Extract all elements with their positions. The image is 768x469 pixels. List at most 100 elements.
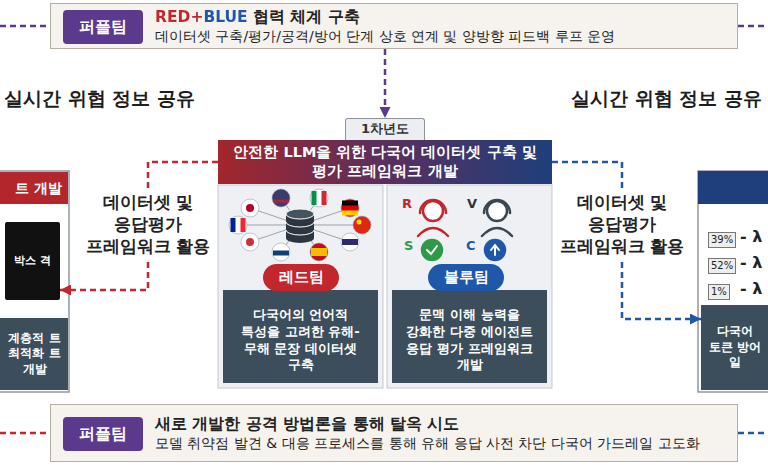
flag-icon — [273, 200, 289, 203]
node-text: RED+BLUE 협력 체계 구축 — [155, 7, 360, 27]
dashed-connector — [60, 162, 218, 290]
database-icon — [286, 209, 314, 219]
flag-icon — [272, 189, 290, 207]
node-text: 퍼플팀 — [79, 17, 127, 37]
agent-letter: S — [404, 238, 413, 253]
side-panel — [0, 171, 69, 392]
side-panel — [698, 171, 768, 204]
database-icon — [286, 222, 314, 235]
agent-icon — [491, 245, 499, 255]
node-text: 다국어의 언어적 특성을 고려한 유해-무해 문장 데이터셋 구축 — [231, 307, 370, 375]
side-panel — [0, 171, 768, 392]
node-text: 데이터셋 구축/평가/공격/방어 단계 상호 연계 및 양방향 피드백 루프 운… — [155, 27, 615, 45]
flag-icon — [312, 191, 317, 205]
node-text: 퍼플팀 — [79, 424, 127, 444]
task-box: 다국어의 언어적 특성을 고려한 유해-무해 문장 데이터셋 구축 — [223, 290, 378, 383]
team-badge: 레드팀 — [263, 264, 339, 291]
title-banner: 안전한 LLM을 위한 다국어 데이터셋 구축 및 평가 프레임워크 개발 — [218, 140, 552, 184]
flag-icon — [357, 220, 362, 225]
panel-header: 트 개발 — [0, 172, 68, 204]
flag-icon — [229, 216, 247, 234]
connector-label: 데이터셋 및 응답평가 프레임워크 활용 — [80, 190, 216, 261]
node-text: 문맥 이해 능력을 강화한 다중 에이전트 응답 평가 프레임워크 개발 — [400, 307, 539, 375]
flag-icon — [311, 248, 327, 256]
flag-icon — [342, 239, 358, 245]
flag-icon — [341, 233, 359, 251]
threat-sharing-label: 실시간 위협 정보 공유 — [4, 86, 195, 112]
dashed-rail — [738, 25, 768, 28]
dashed-rail — [738, 432, 768, 435]
dashed-rail — [0, 25, 50, 28]
text-run: 협력 체계 구축 — [248, 8, 360, 26]
node-text: 박스 격 — [14, 254, 51, 268]
agent-icon — [487, 201, 507, 221]
dashed-rail — [0, 432, 50, 435]
task-box: 다국어 토큰 방어 일 — [701, 305, 768, 390]
agent-icon — [418, 228, 448, 236]
flag-icon — [342, 211, 358, 216]
flag-icon — [231, 218, 236, 232]
dashed-connector — [552, 162, 701, 319]
agent-icon — [420, 200, 446, 213]
agent-icon — [485, 240, 505, 260]
node-text: 블루팀 — [444, 268, 489, 288]
flag-icon — [341, 199, 359, 217]
percent-cell: 39% — [708, 232, 736, 248]
lambda-cell: - λ — [740, 253, 762, 272]
goal-band: RED+BLUE 협력 체계 구축데이터셋 구축/평가/공격/방어 단계 상호 … — [50, 3, 738, 49]
task-box: 문맥 이해 능력을 강화한 다중 에이전트 응답 평가 프레임워크 개발 — [392, 290, 547, 383]
flag-icon — [322, 191, 327, 205]
agent-icon — [427, 246, 437, 254]
flag-icon — [272, 243, 290, 261]
agent-icon — [423, 201, 443, 221]
node-text: 다국어 토큰 방어 일 — [707, 324, 763, 371]
flag-icon — [241, 218, 246, 232]
task-box: 계층적 트 최적화 트 개발 — [0, 318, 68, 390]
dashed-connector — [384, 49, 387, 118]
flag-icon — [246, 238, 254, 246]
flag-icon — [353, 216, 371, 234]
lambda-cell: - λ — [740, 279, 762, 298]
flag-icon — [342, 201, 358, 206]
team-badge: 퍼플팀 — [63, 417, 143, 451]
percent-cell: 52% — [708, 258, 736, 274]
agent-letter: V — [467, 196, 477, 211]
flag-icon — [229, 189, 371, 261]
agent-icon — [418, 200, 512, 260]
node-text: 새로 개발한 공격 방법론을 통해 탈옥 시도 — [155, 414, 459, 434]
flag-icon — [241, 233, 259, 251]
team-panel — [218, 185, 552, 388]
flag-icon — [310, 189, 328, 207]
threat-sharing-label: 실시간 위협 정보 공유 — [571, 86, 762, 112]
team-badge: 퍼플팀 — [63, 10, 143, 44]
blackbox-icon: 박스 격 — [5, 222, 60, 300]
node-text: 안전한 LLM을 위한 다국어 데이터셋 구축 및 평가 프레임워크 개발 — [228, 143, 542, 181]
agent-letter: C — [466, 238, 476, 253]
flag-links — [238, 198, 362, 252]
flag-icon — [273, 251, 289, 256]
percent-cell: 1% — [708, 284, 730, 300]
flag-icon — [241, 199, 259, 217]
agent-icon — [484, 200, 510, 213]
agent-letter: R — [402, 196, 412, 211]
node-text: 모델 취약점 발견 & 대응 프로세스를 통해 유해 응답 사전 차단 다국어 … — [155, 434, 700, 452]
lambda-cell: - λ — [740, 227, 762, 246]
goal-band: 새로 개발한 공격 방법론을 통해 탈옥 시도모델 취약점 발견 & 대응 프로… — [50, 404, 738, 462]
flag-icon — [246, 204, 254, 212]
text-run: RED+BLUE — [155, 8, 248, 26]
agent-icon — [422, 240, 442, 260]
dashed-rail — [0, 26, 768, 433]
node-text: 트 개발 — [15, 179, 62, 197]
agent-icon — [482, 228, 512, 236]
node-text: 레드팀 — [279, 268, 324, 288]
team-badge: 블루팀 — [428, 264, 504, 291]
connector-label: 데이터셋 및 응답평가 프레임워크 활용 — [554, 190, 690, 261]
year-tab: 1차년도 — [345, 118, 425, 140]
team-panel — [218, 185, 383, 388]
flag-icon — [310, 243, 328, 261]
node-text: 계층적 트 최적화 트 개발 — [6, 331, 63, 378]
database-icon — [286, 209, 314, 243]
side-panel — [698, 171, 768, 392]
